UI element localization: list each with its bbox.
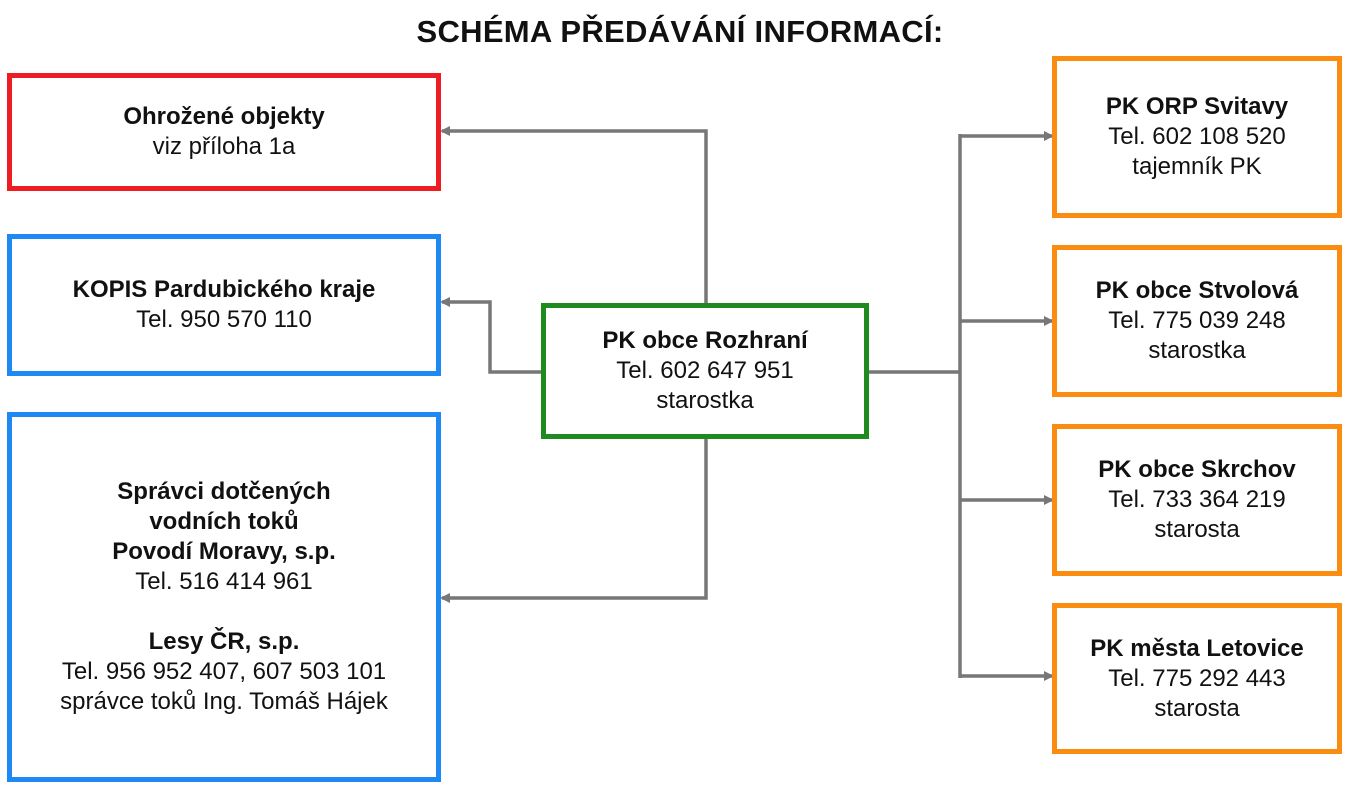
water-managers-box: Správci dotčených vodních toků Povodí Mo…	[7, 412, 441, 782]
threatened-objects-note: viz příloha 1a	[152, 133, 296, 160]
lesy-cr-name: Lesy ČR, s.p.	[148, 628, 300, 655]
orp-svitavy-role: tajemník PK	[1132, 153, 1262, 180]
stvolova-name: PK obce Stvolová	[1095, 277, 1299, 304]
center-name: PK obce Rozhraní	[602, 327, 808, 354]
letovice-box: PK města Letovice Tel. 775 292 443 staro…	[1052, 603, 1342, 754]
center-phone: Tel. 602 647 951	[616, 357, 794, 384]
skrchov-box: PK obce Skrchov Tel. 733 364 219 starost…	[1052, 424, 1342, 576]
kopis-title: KOPIS Pardubického kraje	[72, 276, 376, 303]
stvolova-phone: Tel. 775 039 248	[1108, 307, 1286, 334]
orp-svitavy-name: PK ORP Svitavy	[1105, 93, 1289, 120]
center-rozhrani-box: PK obce Rozhraní Tel. 602 647 951 staros…	[541, 303, 869, 439]
orp-svitavy-box: PK ORP Svitavy Tel. 602 108 520 tajemník…	[1052, 56, 1342, 218]
arrow-to-threatened-objects	[440, 126, 708, 303]
diagram-title: SCHÉMA PŘEDÁVÁNÍ INFORMACÍ:	[416, 14, 944, 49]
stvolova-box: PK obce Stvolová Tel. 775 039 248 staros…	[1052, 245, 1342, 397]
center-role: starostka	[656, 387, 754, 414]
skrchov-phone: Tel. 733 364 219	[1108, 486, 1286, 513]
water-managers-line-2: vodních toků	[149, 508, 299, 535]
arrow-to-water-managers	[440, 438, 708, 603]
water-managers-line-1: Správci dotčených	[117, 478, 331, 505]
povodi-moravy-name: Povodí Moravy, s.p.	[112, 538, 336, 565]
threatened-objects-title: Ohrožené objekty	[123, 103, 325, 130]
stvolova-role: starostka	[1148, 337, 1246, 364]
kopis-box: KOPIS Pardubického kraje Tel. 950 570 11…	[7, 234, 441, 376]
letovice-role: starosta	[1154, 694, 1240, 722]
lesy-cr-contact: správce toků Ing. Tomáš Hájek	[60, 688, 388, 715]
threatened-objects-box: Ohrožené objekty viz příloha 1a	[7, 73, 441, 191]
povodi-moravy-phone: Tel. 516 414 961	[135, 568, 313, 595]
kopis-phone: Tel. 950 570 110	[136, 306, 312, 333]
skrchov-name: PK obce Skrchov	[1098, 456, 1296, 483]
letovice-phone: Tel. 775 292 443	[1108, 664, 1286, 692]
orp-svitavy-phone: Tel. 602 108 520	[1108, 123, 1286, 150]
arrow-to-kopis	[440, 297, 543, 374]
lesy-cr-phone: Tel. 956 952 407, 607 503 101	[61, 658, 387, 685]
letovice-name: PK města Letovice	[1090, 634, 1304, 662]
skrchov-role: starosta	[1154, 516, 1240, 543]
